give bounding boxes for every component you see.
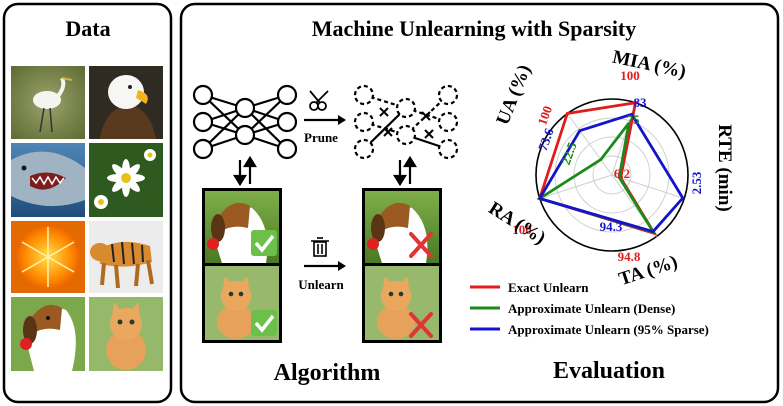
legend-item-sparse: Approximate Unlearn (95% Sparse)	[470, 322, 709, 337]
retained-samples-stack	[202, 188, 282, 343]
radar-value-label: 2.53	[689, 171, 704, 194]
radar-value-label: 100	[512, 222, 532, 237]
tiger-image	[89, 221, 163, 293]
sparse-network-diagram	[353, 84, 459, 160]
unlearn-arrow	[304, 261, 346, 271]
main-panel-title: Machine Unlearning with Sparsity	[312, 16, 637, 41]
unlearn-label: Unlearn	[298, 277, 344, 292]
checkmark-icon	[251, 230, 277, 256]
radar-value-label: 94.3	[600, 219, 623, 234]
beagle-image	[11, 297, 85, 371]
radar-value-label: 75	[627, 112, 641, 127]
kitten-image	[89, 297, 163, 371]
data-panel-title: Data	[65, 16, 110, 41]
scissors-icon	[309, 90, 329, 111]
radar-value-label: 22.5	[558, 140, 580, 167]
radar-grid-ring	[535, 98, 689, 252]
cross-icon	[409, 232, 433, 258]
dense-network-diagram	[192, 84, 298, 160]
radar-series-sparse	[537, 112, 685, 234]
radar-grid-ring	[592, 155, 632, 195]
legend-label: Approximate Unlearn (Dense)	[508, 301, 675, 316]
radar-spoke	[611, 174, 685, 199]
legend-label: Approximate Unlearn (95% Sparse)	[508, 322, 709, 337]
radar-value-label: 83	[634, 95, 648, 110]
prune-arrow	[304, 115, 346, 125]
radar-value-label: 100	[620, 68, 640, 83]
shark-image	[11, 143, 85, 217]
radar-value-label: 94.8	[618, 249, 641, 264]
radar-value-label: 6.2	[614, 166, 630, 181]
kitten-sample-image	[365, 266, 439, 340]
forgotten-samples-stack	[362, 188, 442, 343]
trash-icon	[311, 237, 329, 257]
cross-icon	[409, 312, 433, 338]
legend-item-dense: Approximate Unlearn (Dense)	[470, 301, 675, 316]
algorithm-label: Algorithm	[274, 360, 381, 386]
orange-image	[11, 221, 85, 293]
radar-grid-ring	[573, 136, 651, 214]
evaluation-label: Evaluation	[553, 358, 665, 384]
radar-spoke	[566, 113, 613, 176]
dense-bidirectional-arrow	[233, 155, 257, 187]
legend-item-exact: Exact Unlearn	[470, 280, 589, 295]
prune-label: Prune	[304, 130, 338, 145]
egret-image	[11, 66, 85, 139]
eagle-image	[89, 66, 163, 139]
chart-legend: Exact Unlearn Approximate Unlearn (Dense…	[470, 280, 709, 337]
beagle-sample-image	[365, 191, 439, 263]
radar-value-label: 73.6	[535, 126, 557, 153]
checkmark-icon	[251, 310, 277, 336]
data-image-grid	[11, 66, 163, 371]
daisy-image	[89, 143, 163, 217]
radar-spoke	[539, 174, 613, 199]
sparse-bidirectional-arrow	[393, 155, 417, 187]
radar-axis-label: RTE (min)	[714, 124, 735, 211]
radar-value-label: 100	[534, 104, 555, 127]
legend-label: Exact Unlearn	[508, 280, 589, 295]
